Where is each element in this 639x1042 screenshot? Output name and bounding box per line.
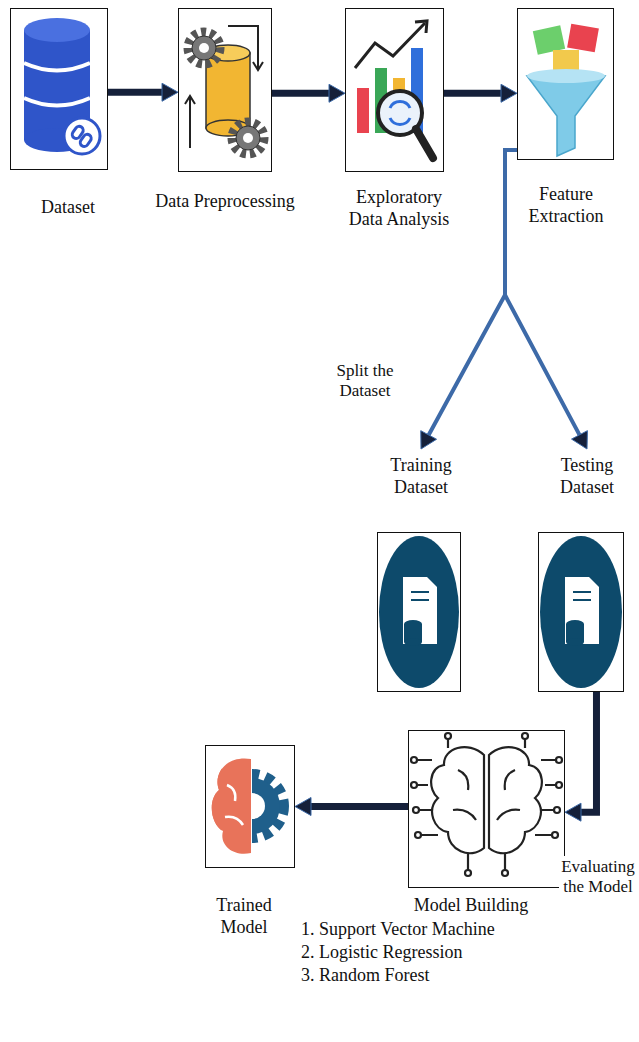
edge-label: Split the Dataset bbox=[322, 360, 408, 403]
icon-box: Model Building1. Support Vector Machine2… bbox=[408, 730, 565, 888]
icon-box: Testing Dataset bbox=[538, 532, 624, 692]
node-label: Model Building bbox=[371, 895, 571, 917]
funnel-icon bbox=[527, 24, 605, 156]
node-label: Feature Extraction bbox=[511, 184, 621, 227]
icon-box: Feature Extraction bbox=[517, 8, 614, 160]
node-label: Dataset bbox=[3, 197, 133, 219]
flow-arrow bbox=[108, 83, 178, 101]
algorithm-item: 2. Logistic Regression bbox=[301, 942, 462, 964]
icon-box: Data Preprocessing bbox=[178, 8, 272, 172]
analysis-icon bbox=[355, 21, 433, 158]
edge-label: Evaluating the Model bbox=[559, 856, 637, 899]
flow-arrow bbox=[295, 798, 408, 816]
dataset-file-icon bbox=[540, 536, 622, 688]
flow-arrow bbox=[272, 84, 345, 102]
flow-arrow bbox=[565, 692, 596, 821]
node-label: Testing Dataset bbox=[539, 455, 635, 498]
icon-box: Dataset bbox=[10, 8, 108, 170]
node-label: Trained Model bbox=[199, 895, 289, 938]
icon-box: Training Dataset bbox=[377, 532, 461, 692]
icon-box: Exploratory Data Analysis bbox=[345, 8, 444, 172]
brain-circuit-icon bbox=[411, 733, 562, 876]
preprocessing-icon bbox=[185, 26, 264, 154]
icon-box: Trained Model bbox=[205, 745, 295, 868]
node-label: Training Dataset bbox=[371, 455, 471, 498]
algorithm-item: 3. Random Forest bbox=[301, 965, 430, 987]
flow-arrow bbox=[444, 84, 517, 102]
trained-model-icon bbox=[212, 755, 282, 860]
node-label: Exploratory Data Analysis bbox=[339, 187, 459, 230]
algorithm-item: 1. Support Vector Machine bbox=[301, 919, 495, 941]
database-icon bbox=[24, 18, 100, 154]
node-label: Data Preprocessing bbox=[140, 191, 310, 213]
dataset-file-icon bbox=[379, 536, 459, 688]
